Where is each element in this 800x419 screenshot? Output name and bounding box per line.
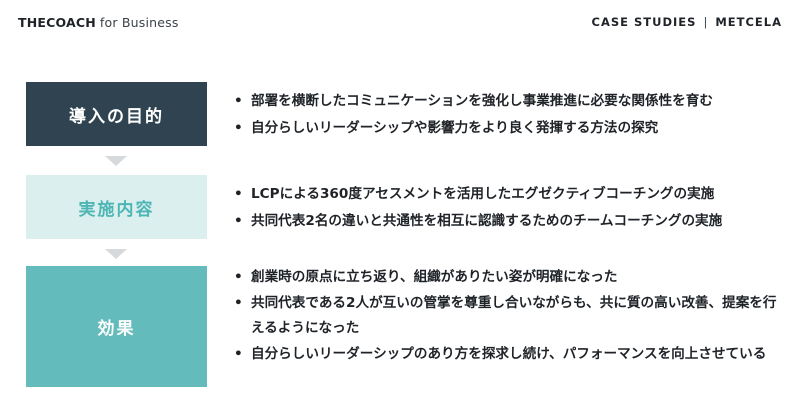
bullet-text: 共同代表である2人が互いの管掌を尊重し合いながらも、共に質の高い改善、提案を行え…: [251, 295, 777, 336]
client-name: METCELA: [715, 15, 782, 29]
bullet-dot: •: [234, 346, 243, 362]
bullet-dot: •: [234, 213, 243, 229]
bullet-text: LCPによる360度アセスメントを活用したエグゼクティブコーチングの実施: [251, 186, 715, 202]
bullet-dot: •: [234, 186, 243, 202]
list-item: • 共同代表2名の違いと共通性を相互に認識するためのチームコーチングの実施: [234, 209, 722, 234]
bullet-dot: •: [234, 93, 243, 109]
effect-bullet-list: • 創業時の原点に立ち返り、組織がありたい姿が明確になった • 共同代表である2…: [234, 265, 781, 367]
bullet-text: 自分らしいリーダーシップや影響力をより良く発揮する方法の探究: [251, 120, 659, 136]
list-item: • 部署を横断したコミュニケーションを強化し事業推進に必要な関係性を育む: [234, 89, 713, 114]
purpose-label: 導入の目的: [69, 106, 164, 127]
down-arrow-icon: [105, 156, 127, 166]
brand-name: THECOACH: [18, 15, 96, 30]
bullet-dot: •: [234, 295, 243, 311]
implementation-label: 実施内容: [78, 199, 155, 220]
effect-label-box: 効果: [26, 266, 207, 387]
list-item: • 創業時の原点に立ち返り、組織がありたい姿が明確になった: [234, 265, 781, 290]
bullet-text: 自分らしいリーダーシップのあり方を探求し続け、パフォーマンスを向上させている: [251, 346, 767, 362]
section-label: CASE STUDIES: [591, 15, 697, 29]
bullet-dot: •: [234, 120, 243, 136]
implementation-label-box: 実施内容: [26, 175, 207, 239]
purpose-bullet-list: • 部署を横断したコミュニケーションを強化し事業推進に必要な関係性を育む • 自…: [234, 89, 713, 141]
bullet-text: 創業時の原点に立ち返り、組織がありたい姿が明確になった: [251, 269, 618, 285]
list-item: • 自分らしいリーダーシップのあり方を探求し続け、パフォーマンスを向上させている: [234, 342, 781, 367]
down-arrow-icon: [105, 249, 127, 259]
bullet-text: 共同代表2名の違いと共通性を相互に認識するためのチームコーチングの実施: [251, 213, 723, 229]
bullet-text: 部署を横断したコミュニケーションを強化し事業推進に必要な関係性を育む: [251, 93, 713, 109]
brand-tagline: for Business: [99, 15, 179, 30]
bullet-dot: •: [234, 269, 243, 285]
effect-label: 効果: [97, 319, 136, 339]
list-item: • 自分らしいリーダーシップや影響力をより良く発揮する方法の探究: [234, 116, 713, 141]
case-study-heading: CASE STUDIES | METCELA: [592, 15, 782, 29]
header-separator: |: [703, 15, 709, 29]
list-item: • LCPによる360度アセスメントを活用したエグゼクティブコーチングの実施: [234, 182, 722, 207]
implementation-bullet-list: • LCPによる360度アセスメントを活用したエグゼクティブコーチングの実施 •…: [234, 182, 722, 234]
list-item: • 共同代表である2人が互いの管掌を尊重し合いながらも、共に質の高い改善、提案を…: [234, 291, 781, 341]
purpose-label-box: 導入の目的: [26, 82, 207, 146]
